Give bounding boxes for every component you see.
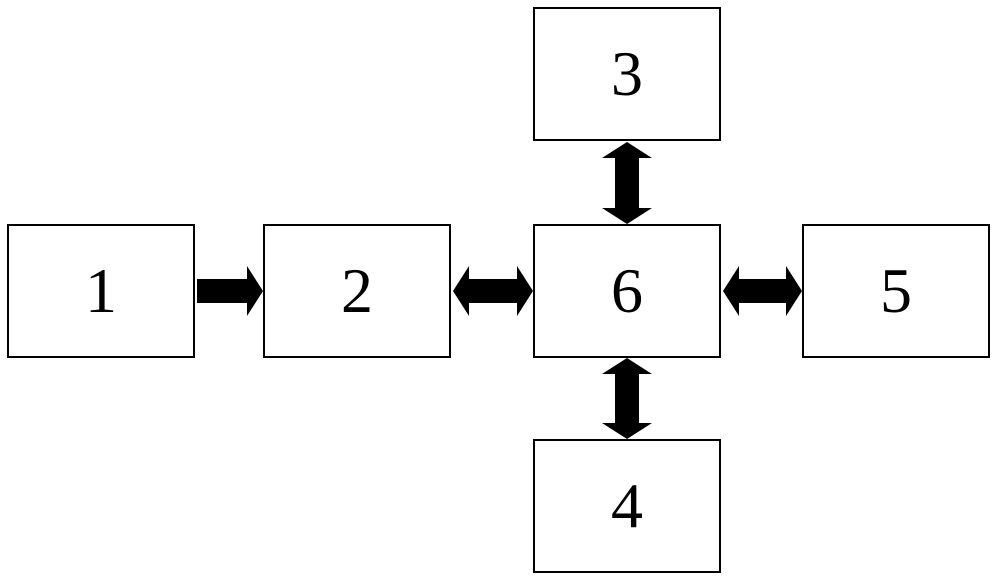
arrow-2-to-6 xyxy=(453,266,533,316)
node-6-label: 6 xyxy=(611,259,643,323)
node-5: 5 xyxy=(802,224,990,358)
node-5-label: 5 xyxy=(880,259,912,323)
arrow-6-to-5 xyxy=(723,266,802,316)
node-1-label: 1 xyxy=(85,259,117,323)
arrow-6-to-4 xyxy=(602,358,652,439)
arrow-1-to-2 xyxy=(197,266,263,316)
node-6: 6 xyxy=(533,224,721,358)
node-2: 2 xyxy=(263,224,451,358)
node-1: 1 xyxy=(7,224,195,358)
node-4: 4 xyxy=(533,439,721,573)
node-4-label: 4 xyxy=(611,474,643,538)
arrow-3-to-6 xyxy=(602,142,652,224)
node-3-label: 3 xyxy=(611,42,643,106)
node-2-label: 2 xyxy=(341,259,373,323)
node-3: 3 xyxy=(533,7,721,141)
